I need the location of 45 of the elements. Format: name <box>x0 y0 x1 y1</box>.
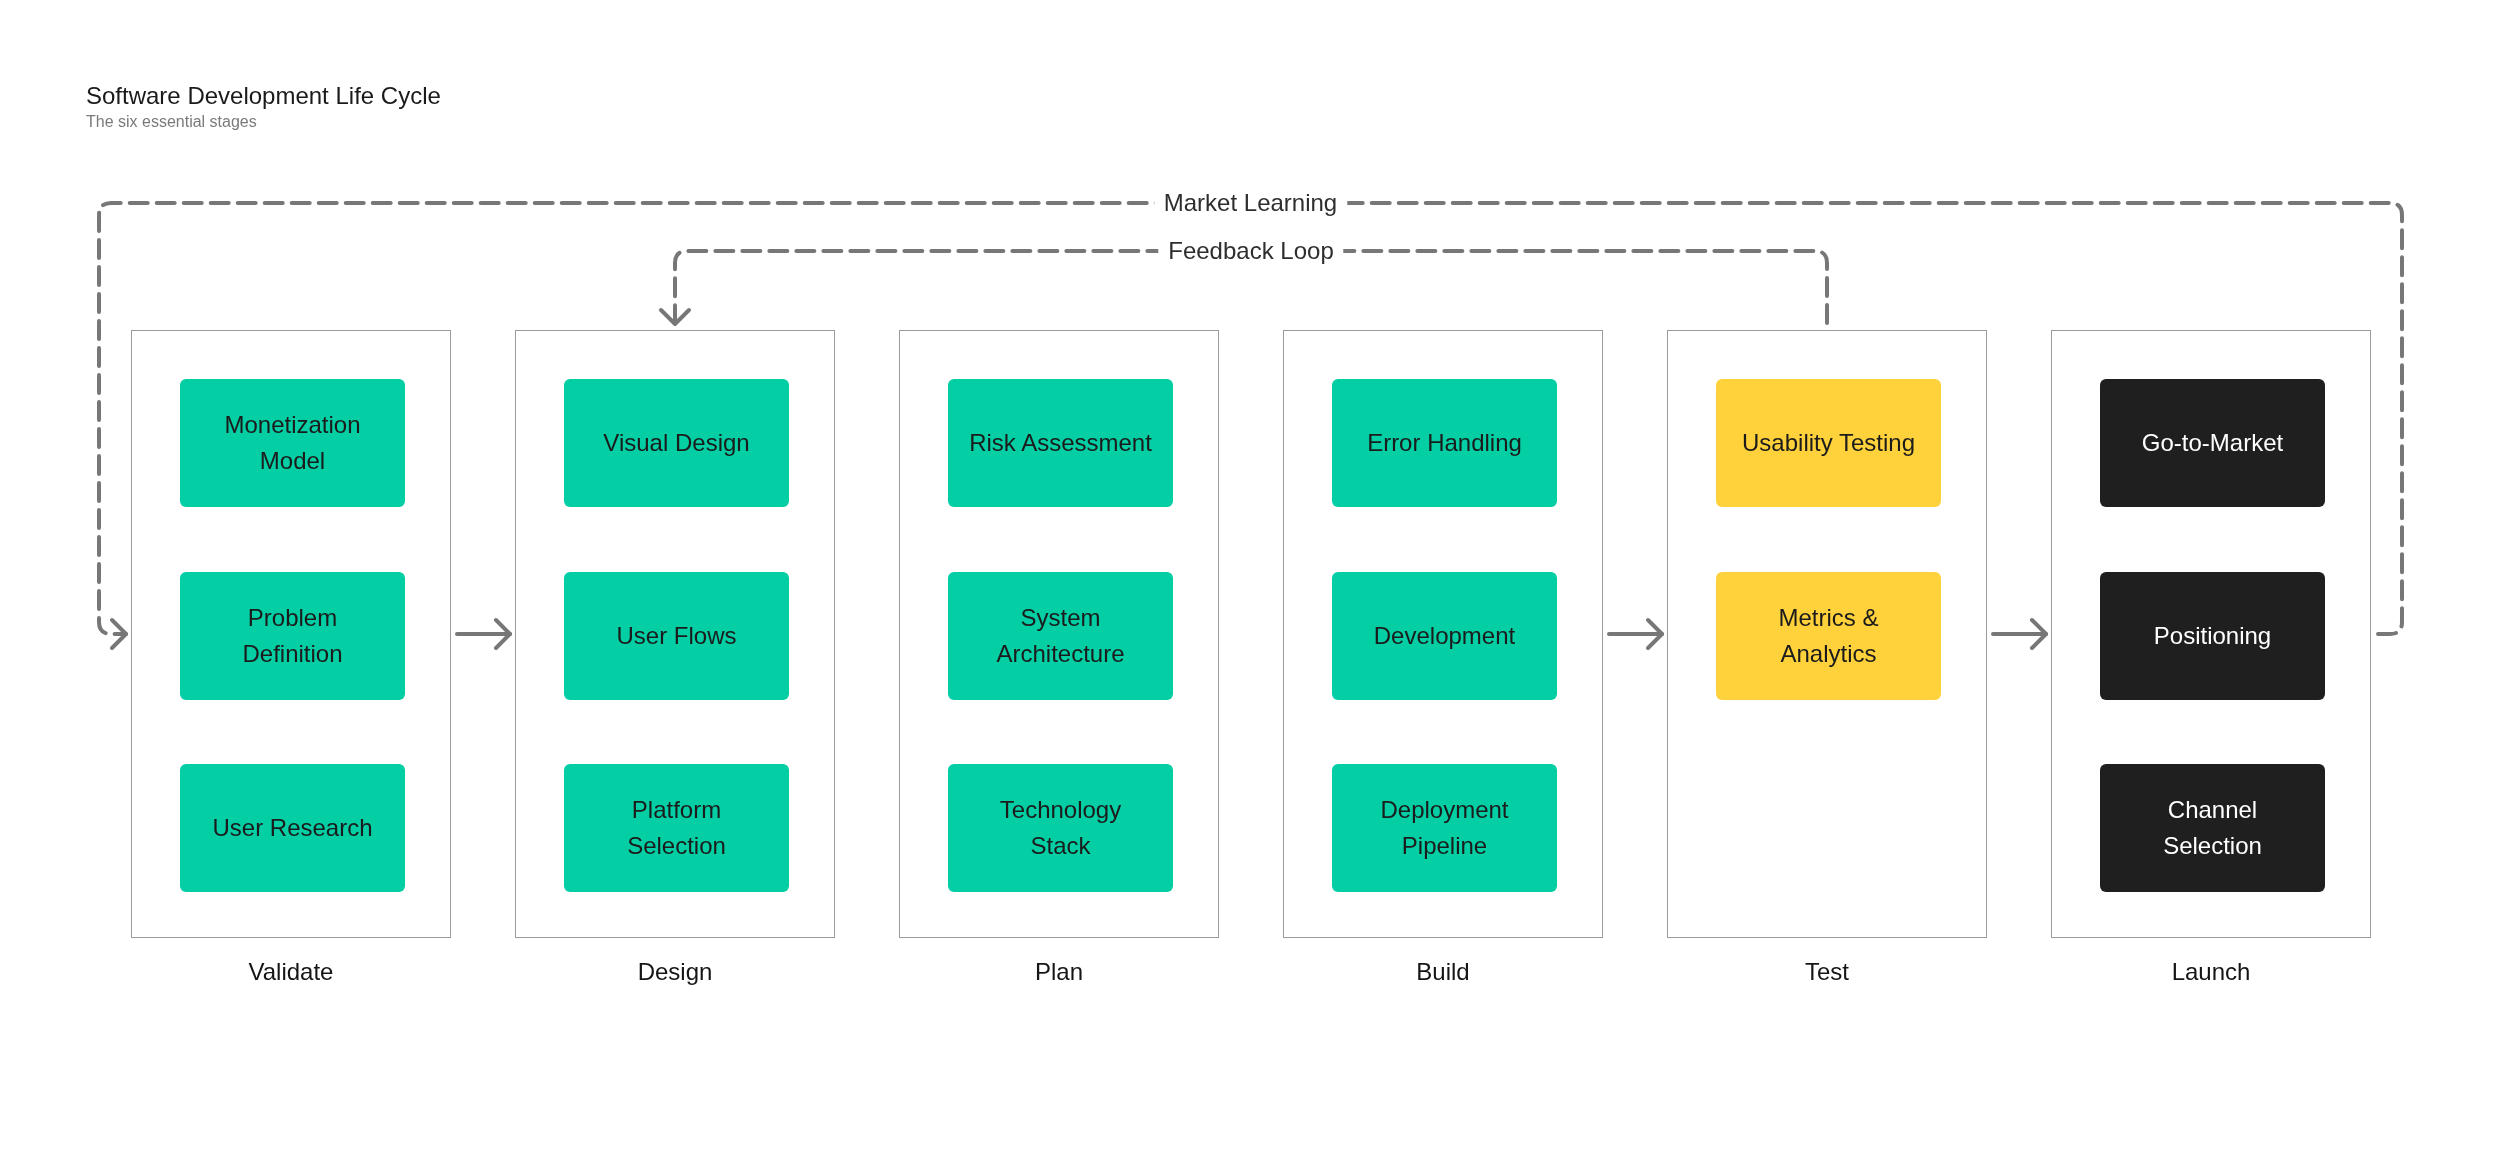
task-label: Visual Design <box>603 428 750 458</box>
task-label: Risk Assessment <box>969 428 1152 458</box>
subtitle: The six essential stages <box>86 112 257 132</box>
arrow <box>1607 618 1664 650</box>
stage-label: Design <box>637 957 713 987</box>
task-label: Development <box>1373 620 1516 651</box>
task-label: Deployment Pipeline <box>1379 795 1510 861</box>
task-card <box>1716 571 1941 700</box>
task-card <box>180 379 405 507</box>
diagram-title: Software Development Life Cycle <box>86 82 441 110</box>
task-card <box>180 764 405 892</box>
task-card <box>564 764 789 892</box>
stage-label: Launch <box>2171 957 2251 987</box>
stage-label: Validate <box>248 957 334 987</box>
task-card <box>1716 379 1941 507</box>
task-card <box>948 379 1173 507</box>
task-card <box>564 571 789 700</box>
task-card <box>2100 764 2325 892</box>
stage-label: Build <box>1416 957 1470 987</box>
task-label: Problem Definition <box>241 602 344 669</box>
task-label: Technology Stack <box>998 795 1123 861</box>
task-label: Monetization Model <box>223 410 362 476</box>
task-card <box>1332 764 1557 892</box>
arrow <box>455 618 512 650</box>
task-label: Error Handling <box>1367 428 1522 458</box>
task-card <box>948 764 1173 892</box>
task-label: Positioning <box>2153 620 2272 651</box>
task-label: Metrics & Analytics <box>1777 602 1880 669</box>
task-card <box>564 379 789 507</box>
task-card <box>948 571 1173 700</box>
task-label: Platform Selection <box>626 795 727 861</box>
task-label: User Flows <box>616 620 737 651</box>
task-card <box>2100 571 2325 700</box>
stage-label: Plan <box>1034 957 1083 987</box>
task-label: Go-to-Market <box>2141 428 2284 458</box>
task-card <box>2100 379 2325 507</box>
task-card <box>1332 379 1557 507</box>
stage-label: Test <box>1805 957 1849 987</box>
task-label: Channel Selection <box>2162 795 2263 861</box>
task-label: Usability Testing <box>1742 428 1915 458</box>
task-label: System Architecture <box>995 602 1126 669</box>
arrow <box>1991 618 2048 650</box>
task-card <box>1332 571 1557 700</box>
task-label: User Research <box>212 813 373 843</box>
task-card <box>180 571 405 700</box>
